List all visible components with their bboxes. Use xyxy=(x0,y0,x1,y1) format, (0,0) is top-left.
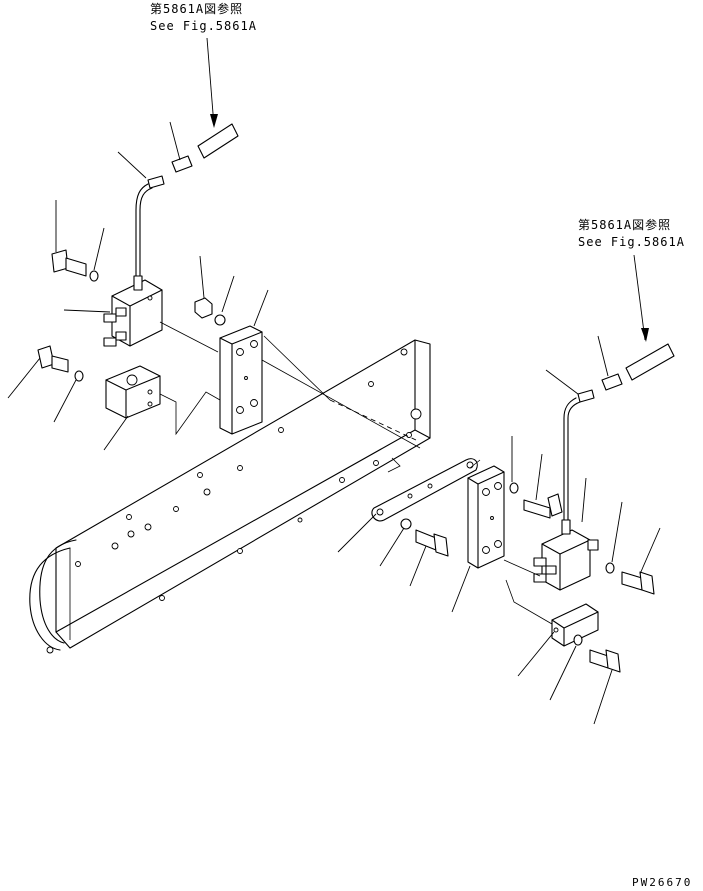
reference-note-top-en: See Fig.5861A xyxy=(150,19,257,33)
left-nut xyxy=(194,297,213,319)
left-bolt-lower xyxy=(37,345,69,373)
callout-leaders xyxy=(7,121,661,725)
left-mounting-plate xyxy=(219,325,263,435)
right-bolt-side xyxy=(621,571,655,595)
left-clamp xyxy=(105,365,161,419)
reference-note-right: 第5861A図参照 See Fig.5861A xyxy=(578,217,685,342)
right-bolt-upper xyxy=(523,493,563,519)
right-washer-upper xyxy=(509,482,519,494)
drawing-code: PW26670 xyxy=(632,876,692,889)
left-washer-nut xyxy=(214,314,226,326)
link-washer xyxy=(400,518,412,530)
left-valve-block xyxy=(103,275,163,347)
frame-holes xyxy=(75,348,422,601)
right-bolt-lower xyxy=(589,649,621,673)
right-clamp xyxy=(551,603,599,647)
reference-note-top: 第5861A図参照 See Fig.5861A xyxy=(150,1,257,128)
link-bolt xyxy=(415,529,449,557)
left-washer-upper xyxy=(89,270,99,282)
link-arm xyxy=(371,458,478,522)
left-grease-tube xyxy=(135,123,239,277)
right-mounting-plate xyxy=(467,465,505,569)
right-valve-block xyxy=(533,519,599,591)
reference-note-right-jp: 第5861A図参照 xyxy=(578,217,671,232)
reference-note-top-jp: 第5861A図参照 xyxy=(150,1,243,16)
right-washer-lower xyxy=(573,634,583,646)
left-bolt-upper xyxy=(51,249,87,277)
handle-bar xyxy=(29,539,77,654)
reference-note-right-en: See Fig.5861A xyxy=(578,235,685,249)
right-grease-tube xyxy=(563,343,675,521)
right-washer-side xyxy=(605,562,615,574)
left-washer-lower xyxy=(74,370,84,382)
